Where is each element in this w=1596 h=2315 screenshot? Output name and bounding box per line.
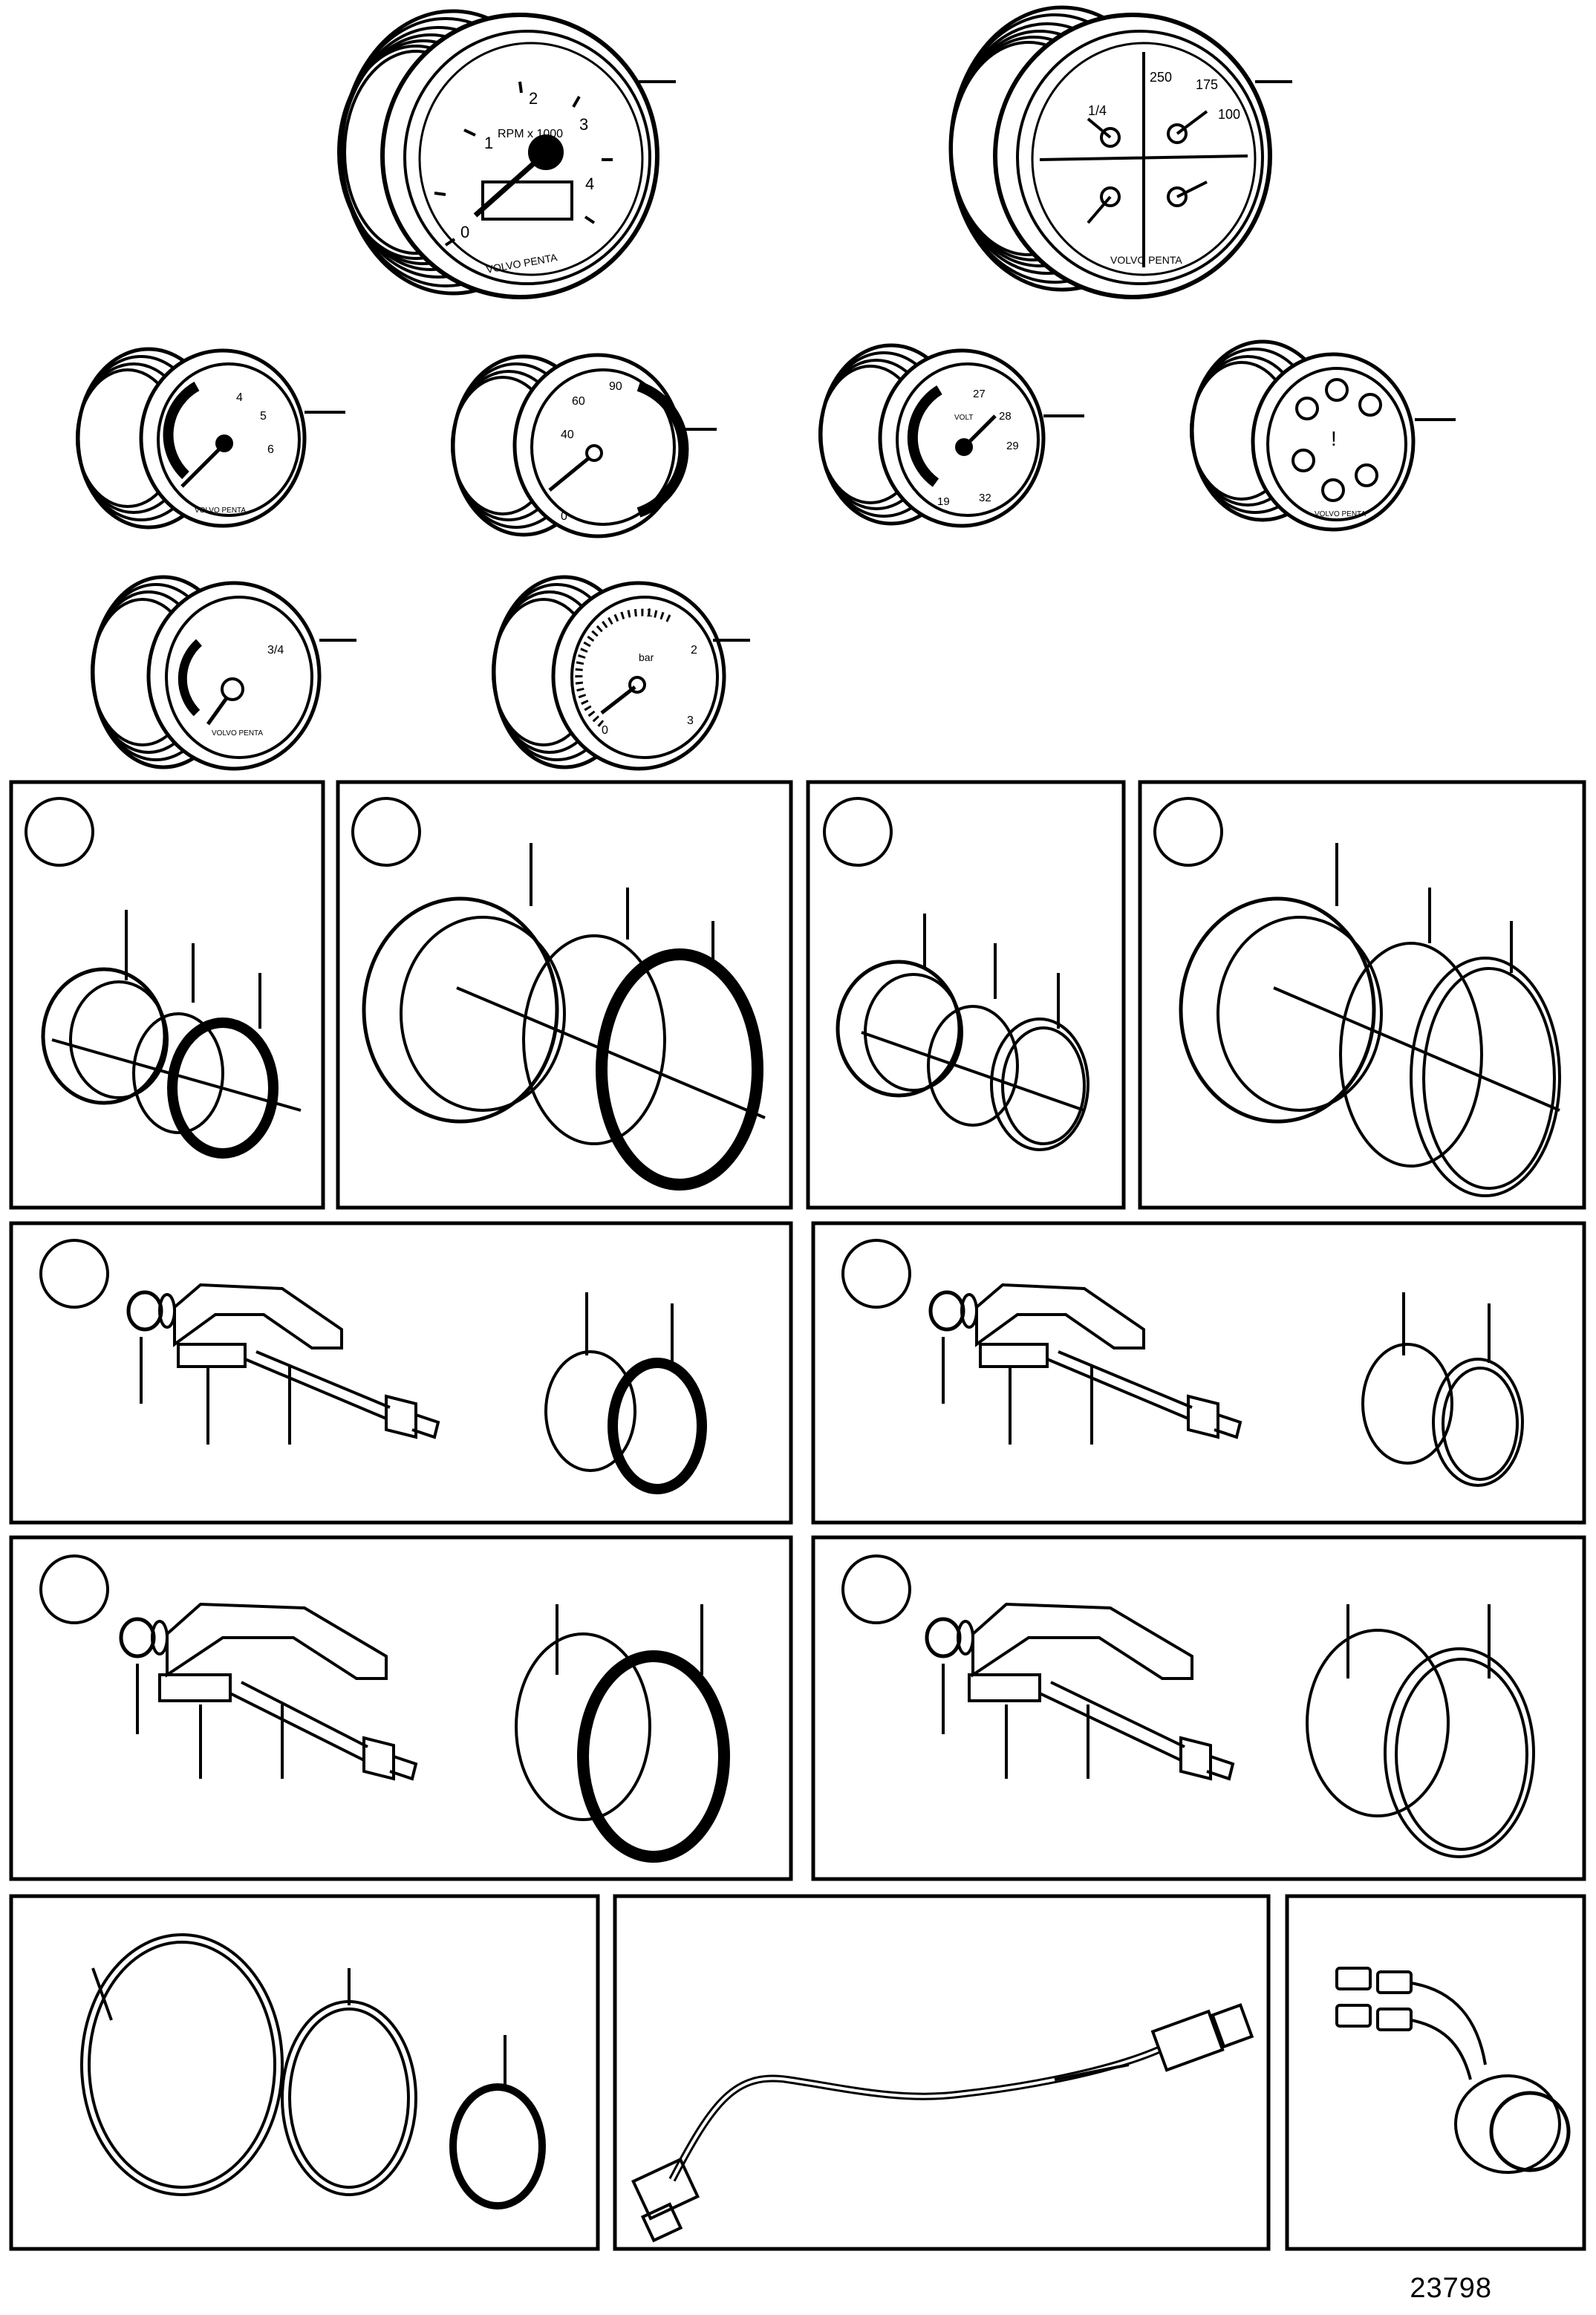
combo-mark-quarter: 1/4 [1088, 103, 1107, 118]
combo-mark-250: 250 [1150, 70, 1172, 85]
pressure-mark-2: 2 [691, 644, 697, 657]
temp-brand: VOLVO PENTA [195, 507, 246, 515]
oil-mark-40: 40 [561, 429, 574, 441]
oil-mark-0: 0 [561, 510, 567, 523]
fuel-brand: VOLVO PENTA [212, 729, 263, 738]
panel-buzzer [1285, 1894, 1586, 2251]
pressure-mark-3: 3 [687, 714, 694, 727]
kit-panel-bracket-small-grey [811, 1221, 1586, 1525]
kit-panel-bracket-large-grey [811, 1535, 1586, 1881]
combo-mark-100: 100 [1218, 107, 1240, 122]
pressure-bar-gauge: 0 1 2 3 bar [492, 575, 750, 771]
voltmeter-gauge: 19 27 28 29 32 VOLT [818, 343, 1084, 528]
volt-mark-29: 29 [1006, 440, 1019, 452]
oil-pressure-gauge: 0 40 60 90 [451, 353, 717, 538]
tach-scale-3: 3 [579, 115, 588, 134]
volt-mark-27: 27 [973, 388, 986, 400]
panel-wiring-harness [613, 1894, 1271, 2251]
oil-mark-60: 60 [572, 395, 585, 408]
figure-number: 23798 [1410, 2273, 1492, 2304]
volt-mark-19: 19 [937, 495, 950, 508]
alarm-panel-gauge: ! VOLVO PENTA [1190, 339, 1456, 532]
tach-scale-4: 4 [585, 175, 594, 193]
pressure-mark-1: 1 [646, 607, 653, 619]
alarm-mark: ! [1331, 427, 1337, 450]
volt-mark-28: 28 [999, 410, 1012, 423]
combo-brand: VOLVO PENTA [1110, 254, 1182, 266]
kit-panel-small-bezel-black-seal [9, 780, 325, 1210]
volt-mark-32: 32 [979, 492, 991, 504]
kit-panel-bracket-large-black [9, 1535, 793, 1881]
tach-scale-1: 1 [484, 134, 493, 152]
pressure-mark-0: 0 [602, 724, 608, 737]
oil-mark-90: 90 [609, 380, 622, 393]
fuel-level-gauge: 3/4 VOLVO PENTA [91, 575, 356, 771]
temp-mark-6: 6 [267, 443, 274, 456]
kit-panel-large-bezel-grey-seal [1138, 780, 1586, 1210]
temp-mark-4: 4 [236, 391, 243, 404]
alarm-brand: VOLVO PENTA [1315, 510, 1366, 518]
combo-mark-175: 175 [1196, 77, 1218, 92]
temperature-gauge: 4 5 6 VOLVO PENTA [76, 347, 345, 530]
kit-panel-bracket-small-black [9, 1221, 793, 1525]
kit-panel-small-bezel-grey-seal [806, 780, 1126, 1210]
tach-unit: RPM x 1000 [498, 128, 563, 140]
tach-scale-0: 0 [460, 223, 469, 241]
tachometer-gauge: 0 1 2 3 4 RPM x 1000 VOLVO PENTA [337, 9, 676, 299]
tach-scale-2: 2 [529, 89, 538, 108]
combination-gauge: 1/4 250 175 100 VOLVO PENTA [948, 5, 1292, 299]
pressure-unit: bar [639, 651, 654, 663]
panel-gaskets [9, 1894, 600, 2251]
kit-panel-large-bezel-black-seal [336, 780, 793, 1210]
temp-mark-5: 5 [260, 410, 267, 423]
fuel-mark-three-quarter: 3/4 [267, 644, 284, 657]
volt-unit: VOLT [954, 414, 973, 422]
